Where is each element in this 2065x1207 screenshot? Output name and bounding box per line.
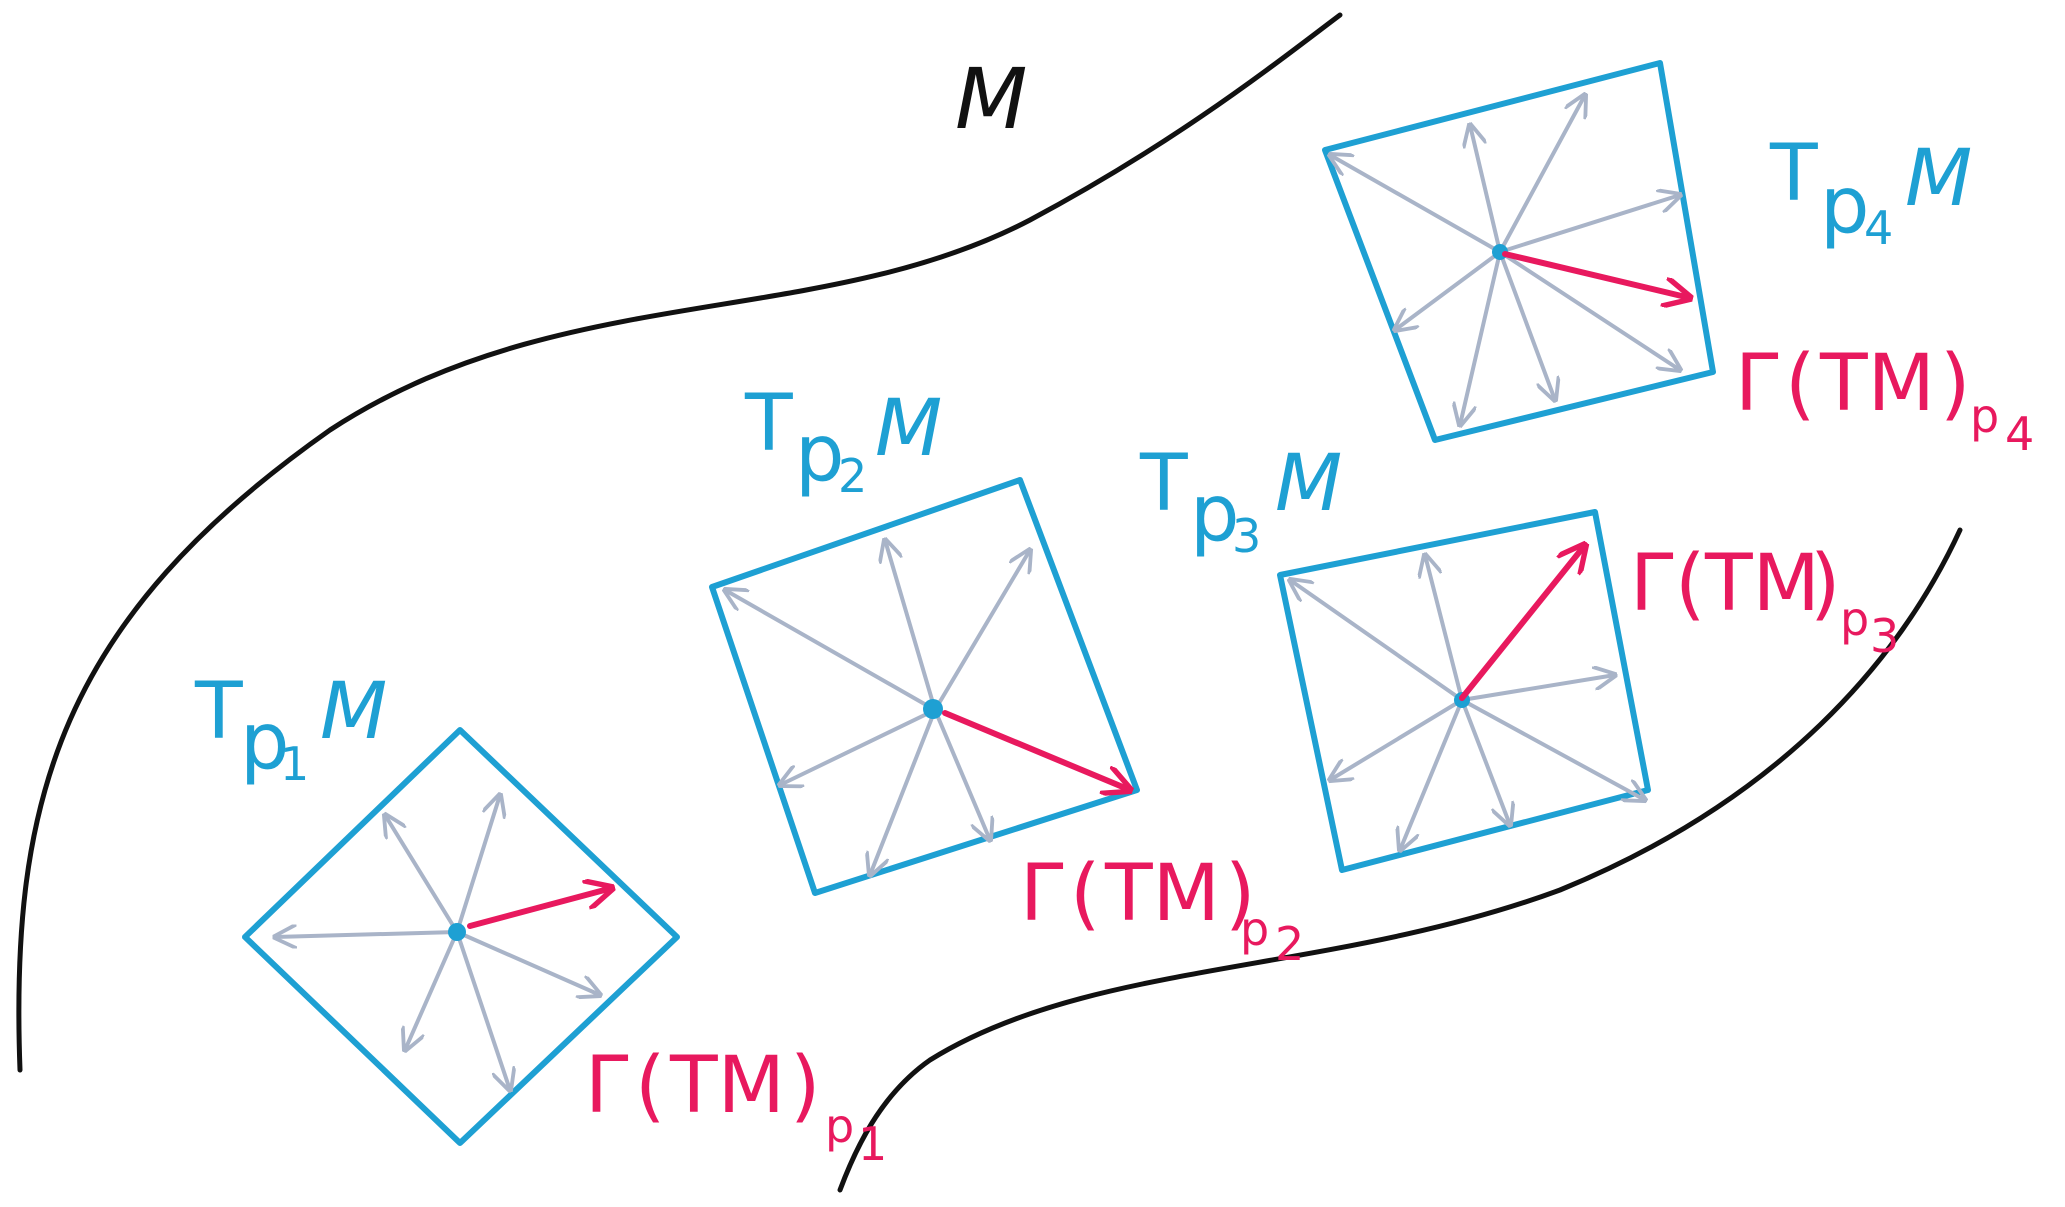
svg-text:3: 3 — [1232, 509, 1261, 563]
svg-text:2: 2 — [838, 449, 867, 503]
svg-text:1: 1 — [858, 1117, 887, 1171]
svg-text:TM: TM — [1104, 849, 1220, 939]
svg-text:M: M — [1905, 134, 1972, 224]
manifold-label: M — [955, 50, 1027, 148]
svg-text:p: p — [240, 697, 290, 787]
svg-text:Γ: Γ — [1630, 539, 1674, 629]
svg-text:): ) — [1810, 539, 1840, 629]
svg-text:Γ: Γ — [1020, 849, 1064, 939]
tangent-space-p3 — [1277, 509, 1651, 873]
svg-text:T: T — [194, 667, 243, 757]
svg-text:p: p — [825, 1099, 854, 1153]
section-label-p2: Γ ( TM ) p 2 — [1020, 849, 1304, 971]
svg-text:1: 1 — [280, 737, 309, 791]
svg-text:(: ( — [635, 1041, 665, 1131]
point-p2 — [923, 699, 943, 719]
basis-vectors-p2 — [725, 540, 1030, 875]
svg-text:p: p — [1240, 902, 1269, 956]
manifold-boundary-lower — [837, 527, 1963, 1193]
tangent-label-p3: T p 3 M — [1139, 439, 1342, 563]
svg-text:p: p — [1840, 592, 1869, 646]
svg-text:TM: TM — [1704, 539, 1820, 629]
tangent-space-p2 — [709, 477, 1140, 896]
svg-text:M: M — [1275, 439, 1342, 529]
section-label-p4: Γ ( TM ) p 4 — [1735, 339, 2034, 461]
svg-text:TM: TM — [669, 1041, 785, 1131]
basis-vectors-p3 — [1290, 555, 1645, 850]
svg-text:p: p — [1190, 469, 1240, 559]
svg-text:T: T — [744, 379, 793, 469]
svg-text:Γ: Γ — [1735, 339, 1779, 429]
svg-text:4: 4 — [1864, 201, 1893, 255]
basis-vectors-p1 — [275, 795, 600, 1090]
svg-text:Γ: Γ — [585, 1041, 629, 1131]
tangent-label-p4: T p 4 M — [1769, 129, 1972, 255]
svg-text:(: ( — [1070, 849, 1100, 939]
section-label-p3: Γ ( TM ) p 3 — [1630, 539, 1899, 663]
tangent-label-p2: T p 2 M — [744, 379, 942, 503]
svg-text:M: M — [875, 384, 942, 474]
svg-text:p: p — [1820, 161, 1870, 251]
section-vector-p2 — [942, 710, 1130, 790]
basis-vectors-p4 — [1330, 95, 1680, 425]
section-vector-p3 — [1459, 545, 1585, 701]
svg-text:TM: TM — [1819, 339, 1935, 429]
svg-text:): ) — [790, 1041, 820, 1131]
svg-text:): ) — [1225, 849, 1255, 939]
svg-text:p: p — [795, 409, 845, 499]
svg-text:3: 3 — [1870, 609, 1899, 663]
point-p1 — [448, 923, 466, 941]
section-label-p1: Γ ( TM ) p 1 — [585, 1041, 887, 1171]
tangent-plane-p2 — [709, 477, 1140, 896]
svg-text:T: T — [1769, 129, 1818, 219]
section-vector-p1 — [467, 888, 612, 929]
tangent-space-p1 — [242, 727, 680, 1146]
svg-text:4: 4 — [2005, 407, 2034, 461]
tangent-plane-p4 — [1322, 60, 1716, 443]
section-vector-p4 — [1502, 251, 1690, 298]
svg-text:M: M — [320, 667, 387, 757]
svg-text:(: ( — [1675, 539, 1705, 629]
tangent-label-p1: T p 1 M — [194, 667, 387, 791]
svg-text:2: 2 — [1275, 917, 1304, 971]
tangent-plane-p1 — [242, 727, 680, 1146]
svg-text:(: ( — [1785, 339, 1815, 429]
svg-text:): ) — [1940, 339, 1970, 429]
svg-text:p: p — [1970, 389, 1999, 443]
svg-text:T: T — [1139, 439, 1188, 529]
manifold-boundary-upper — [16, 12, 1343, 1073]
tangent-space-p4 — [1322, 60, 1716, 443]
